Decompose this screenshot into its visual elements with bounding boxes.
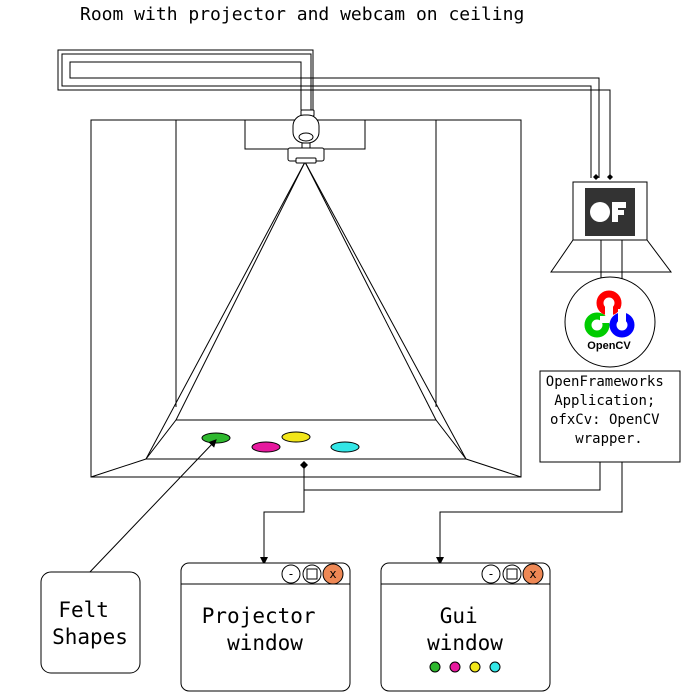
gui-color-dots [429,661,501,673]
svg-text:Gui window: Gui window [427,604,503,655]
app-to-gui-connector [436,462,623,565]
openframeworks-logo-icon [585,188,635,236]
projector-window-line-2: window [227,631,303,655]
minimize-icon[interactable]: - [481,564,501,584]
svg-text:-: - [487,567,494,581]
gui-dot-cyan [489,661,501,673]
webcam-cable [61,53,600,178]
gui-dot-green [429,661,441,673]
opencv-label: OpenCV [587,340,631,352]
opencv-logo-icon: OpenCV [564,276,656,368]
svg-text:OpenFrameworks Application: OpenFrameworks Application; ofxCv: OpenC… [546,374,672,447]
svg-text:x: x [529,567,536,581]
app-description-box [539,370,681,463]
felt-shapes-line-2: Shapes [52,625,128,649]
felt-shape-green [201,432,231,444]
minimize-icon[interactable]: - [281,564,301,584]
app-description-line-1: OpenFrameworks [546,374,664,390]
app-description-line-2: Application; [554,393,655,409]
maximize-icon[interactable] [302,564,322,584]
gui-window-line-2: window [427,631,503,655]
app-to-projector-connector [300,461,601,491]
projector-window-line-1: Projector [202,604,316,628]
felt-shapes-line-1: Felt [58,598,109,622]
gui-dot-magenta [449,661,461,673]
svg-text:Projector window: Projector window [202,604,328,655]
projector-window: - x Projector window [180,562,351,692]
felt-shape-cyan [330,441,360,453]
maximize-icon[interactable] [502,564,522,584]
svg-text:x: x [329,567,336,581]
app-description-line-3: ofxCv: OpenCV [550,412,660,428]
gui-window-line-1: Gui [440,604,478,628]
projector-icon [287,142,325,164]
close-icon[interactable]: x [322,563,344,585]
webcam-icon [292,109,320,144]
felt-shapes-box [40,571,141,674]
diagram-title: Room with projector and webcam on ceilin… [80,4,524,25]
svg-text:-: - [287,567,294,581]
felt-shape-magenta [251,441,281,453]
felt-shape-pointer [87,439,217,575]
app-description-line-4: wrapper. [575,431,642,447]
svg-text:Felt Shapes: Felt Shapes [52,598,128,649]
room [90,119,522,478]
cable-end-left [593,174,599,180]
felt-shape-yellow [281,431,311,443]
gui-window: - x Gui window [380,562,551,692]
felt-shapes-on-floor [201,431,360,453]
gui-dot-yellow [469,661,481,673]
close-icon[interactable]: x [522,563,544,585]
